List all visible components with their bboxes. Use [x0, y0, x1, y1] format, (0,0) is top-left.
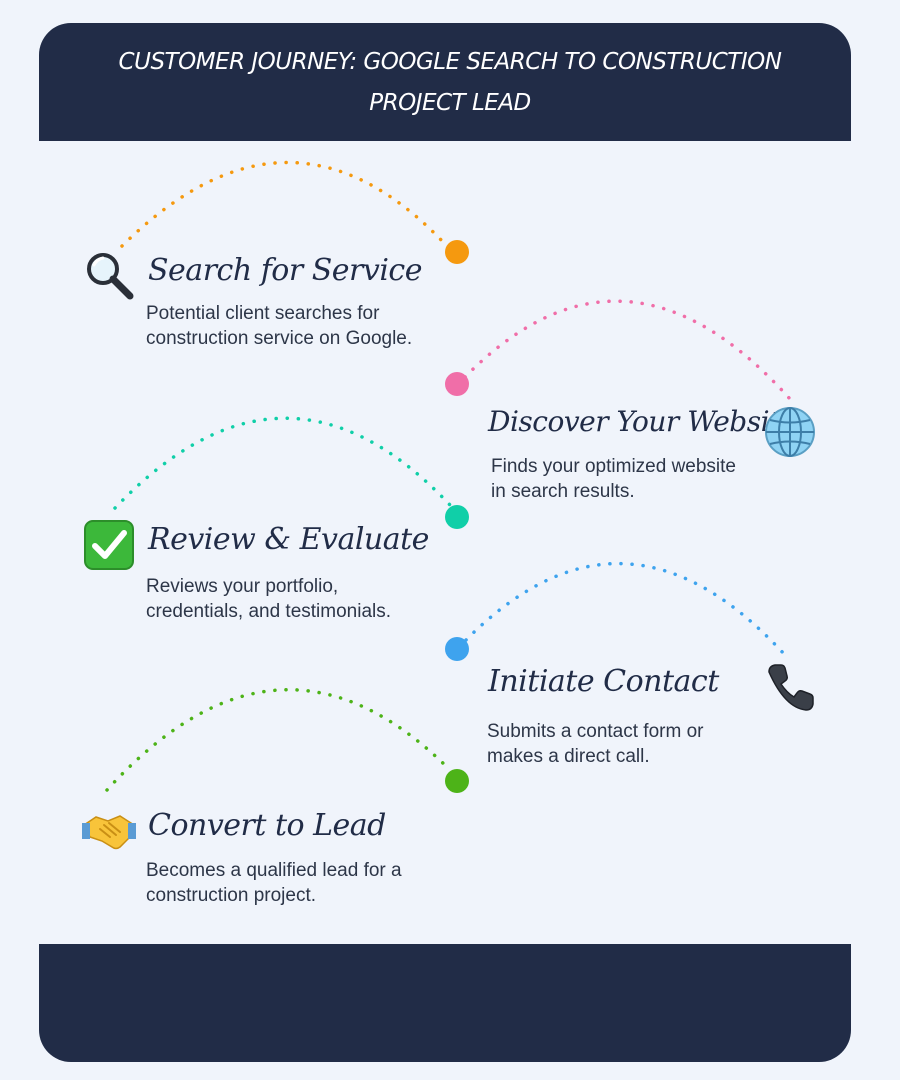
step-marker-3	[445, 505, 469, 529]
connector-arc-1	[120, 160, 447, 248]
connector-arc-2	[463, 299, 792, 401]
step-title-3: Review & Evaluate	[148, 522, 429, 557]
journey-card	[39, 23, 851, 1062]
connector-arc-4	[464, 561, 787, 657]
step-desc-1: Potential client searches for constructi…	[146, 303, 413, 349]
step-marker-5	[445, 769, 469, 793]
step-marker-2	[445, 372, 469, 396]
step-title-4: Initiate Contact	[488, 664, 719, 699]
page-title: Customer Journey: Google Search to Const…	[118, 49, 782, 116]
step-marker-4	[445, 637, 469, 661]
connector-arc-5	[105, 688, 452, 792]
globe-icon	[763, 405, 817, 459]
connector-arc-3	[113, 416, 452, 510]
step-marker-1	[445, 240, 469, 264]
handshake-icon	[82, 803, 136, 857]
step-desc-5: Becomes a qualified lead for a construct…	[146, 860, 402, 906]
footer-banner	[39, 944, 851, 1062]
step-title-1: Search for Service	[148, 253, 422, 288]
step-title-5: Convert to Lead	[148, 808, 386, 843]
step-desc-2: Finds your optimized website in search r…	[491, 456, 736, 502]
step-title-2: Discover Your Website	[488, 405, 796, 438]
step-desc-4: Submits a contact form or makes a direct…	[487, 721, 704, 767]
step-desc-3: Reviews your portfolio, credentials, and…	[146, 576, 392, 622]
magnifying-glass-icon	[82, 248, 136, 302]
header-banner	[39, 23, 851, 141]
phone-icon	[763, 660, 817, 714]
check-mark-icon	[82, 518, 136, 572]
